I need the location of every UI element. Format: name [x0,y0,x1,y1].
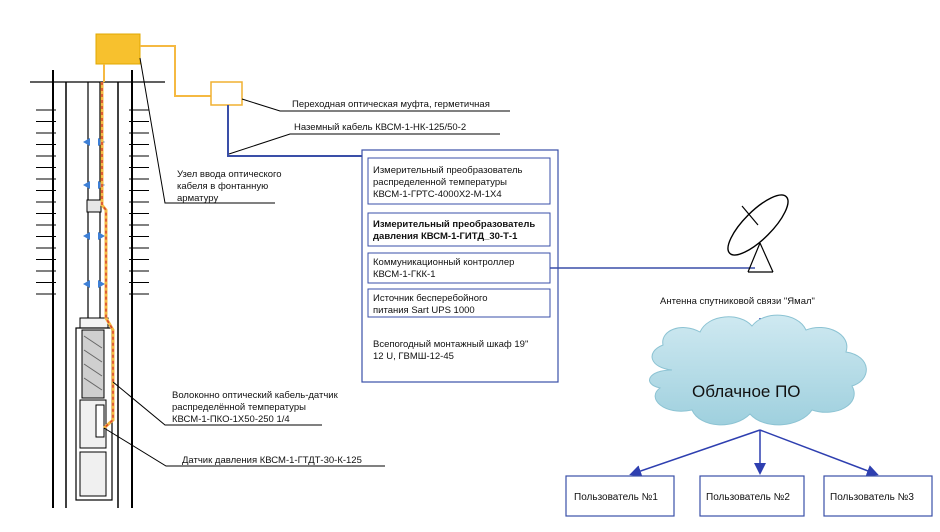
temp-converter-text-3: КВСМ-1-ГРТС-4000Х2-М-1Х4 [373,189,502,200]
optical-coupling-box [210,81,243,106]
ups-box [367,288,551,318]
centralizer-icon [83,138,105,146]
cloud-label: Облачное ПО [692,382,801,401]
ups-text-1: Источник бесперебойного [373,293,488,304]
pressure-converter-text-2: давления КВСМ-1-ГИТД_30-Т-1 [373,231,518,242]
comm-controller-box [367,252,551,284]
centralizer-icon [83,232,105,240]
temp-converter-box [367,157,551,205]
user-label-1: Пользователь №1 [574,492,658,503]
cloud-software-shape [649,314,867,426]
fiber-cable-label-3: КВСМ-1-ПКО-1Х50-250 1/4 [172,414,290,425]
centralizer-icon [83,181,105,189]
entry-node-label-3: арматуру [177,193,218,204]
well-schematic [30,70,165,508]
entry-node-label: Узел ввода оптического [177,169,282,180]
fiber-cable-label: Волоконно оптический кабель-датчик [172,390,339,401]
user-label-3: Пользователь №3 [830,492,914,503]
pressure-sensor-label: Датчик давления КВСМ-1-ГТДТ-30-К-125 [182,455,362,466]
comm-controller-text-1: Коммуникационный контроллер [373,257,514,268]
satellite-antenna-icon [727,194,789,273]
cabinet-text-1: Всепогодный монтажный шкаф 19" [373,339,528,350]
user-label-2: Пользователь №2 [706,492,790,503]
pressure-converter-text-1: Измерительный преобразователь [373,219,535,230]
wellhead-entry-box [95,33,141,65]
fiber-cable-label-2: распределённой температуры [172,402,306,413]
antenna-label: Антенна спутниковой связи "Ямал" [660,296,815,307]
centralizer-icon [83,280,105,288]
user-box-3 [823,475,933,517]
temp-converter-text-1: Измерительный преобразователь [373,165,523,176]
pressure-converter-box [367,212,551,247]
ups-text-2: питания Sart UPS 1000 [373,305,475,316]
surface-cable-label: Наземный кабель КВСМ-1-НК-125/50-2 [294,122,466,133]
temp-converter-text-2: распределенной температуры [373,177,507,188]
comm-controller-text-2: КВСМ-1-ГКК-1 [373,269,436,280]
entry-node-label-2: кабеля в фонтанную [177,181,268,192]
coupling-label: Переходная оптическая муфта, герметичная [292,99,490,110]
cabinet-text-2: 12 U, ГВМШ-12-45 [373,351,454,362]
leader-lines [103,57,510,467]
user-box-2 [699,475,805,517]
user-box-1 [565,475,675,517]
